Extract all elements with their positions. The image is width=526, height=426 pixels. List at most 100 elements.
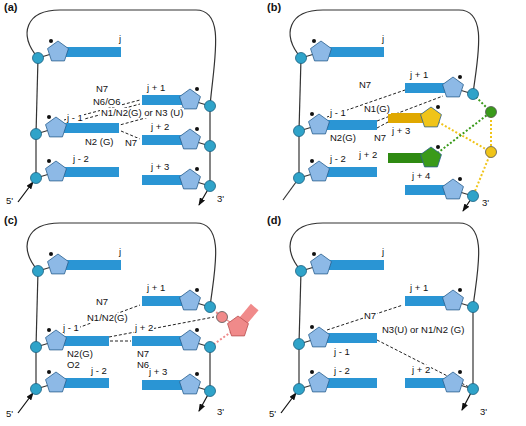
backbone — [35, 134, 36, 178]
base — [327, 333, 377, 343]
base — [142, 95, 182, 105]
ribose — [46, 117, 67, 137]
phosphate — [205, 342, 216, 353]
phosphate — [468, 191, 479, 202]
ribose — [309, 327, 330, 347]
backbone — [209, 106, 210, 146]
nucleotide-label: N7 — [363, 311, 377, 321]
ribose — [180, 290, 201, 310]
nucleotide-label: 3' — [216, 194, 225, 204]
base — [132, 336, 182, 346]
phosphate — [294, 384, 305, 395]
backbone — [472, 307, 473, 389]
backbone — [209, 347, 210, 391]
ribose — [443, 77, 464, 97]
ribose — [46, 372, 67, 392]
ribose-dot — [47, 370, 51, 374]
ribose-dot — [195, 328, 199, 332]
nucleotide-label: O2 — [66, 360, 81, 370]
phosphate — [205, 181, 216, 192]
ribose-dot — [47, 328, 51, 332]
ribose-dot — [312, 252, 316, 256]
nucleotide-label: j + 2 — [358, 150, 378, 160]
ribose — [443, 290, 464, 310]
base — [329, 47, 384, 57]
nucleotide-label: N2(G) — [329, 133, 357, 143]
ribose-dot — [47, 115, 51, 119]
base — [64, 378, 109, 388]
phosphate — [31, 173, 42, 184]
ribose — [443, 179, 464, 199]
base — [405, 296, 445, 306]
panel-letter: (d) — [266, 214, 282, 226]
nucleotide-label: N3(U) or N1/N2 (G) — [381, 325, 465, 335]
ribose — [311, 41, 332, 61]
nucleotide-label: j — [381, 247, 385, 257]
phosphate — [33, 266, 44, 277]
phosphate — [294, 126, 305, 137]
hydrogen-bond — [110, 341, 131, 342]
phosphate — [205, 302, 216, 313]
ribose-dot — [458, 288, 462, 292]
ribose — [180, 374, 201, 394]
hydrogen-bond — [377, 122, 388, 128]
ribose-dot — [195, 87, 199, 91]
ribose — [309, 114, 330, 134]
nucleotide-label: N7 — [95, 297, 109, 307]
nucleotide-label: j + 3 — [150, 162, 170, 172]
base — [66, 47, 121, 57]
ribose — [180, 89, 201, 109]
nucleotide-label: N7 — [136, 349, 150, 359]
nucleotide-label: N1/N2(G) — [86, 313, 129, 323]
base — [64, 336, 109, 346]
base — [64, 123, 119, 133]
base — [405, 83, 445, 93]
nucleotide-label: j + 2 — [411, 365, 431, 375]
nucleotide-label: N2(G) — [66, 349, 94, 359]
nucleotide-label: 5' — [268, 409, 277, 419]
ribose-dot — [458, 75, 462, 79]
ribose-dot — [195, 127, 199, 131]
base — [66, 260, 121, 270]
phosphate — [468, 384, 479, 395]
ribose-dot — [310, 112, 314, 116]
panel-letter: (a) — [3, 1, 18, 13]
ribose-dot — [312, 39, 316, 43]
phosphate — [205, 141, 216, 152]
ribose — [180, 129, 201, 149]
phosphate — [205, 101, 216, 112]
ribose — [46, 161, 67, 181]
nucleotide-label: N7 — [373, 133, 387, 143]
ribose-dot — [195, 288, 199, 292]
nucleotide-label: j - 1 — [329, 108, 347, 118]
phosphate — [294, 173, 305, 184]
nucleotide-label: 5' — [5, 409, 14, 419]
ribose-dot — [458, 177, 462, 181]
ribose-dot — [436, 105, 440, 109]
nucleotide-label: j + 3 — [148, 367, 168, 377]
nucleotide-label: j + 4 — [411, 171, 431, 181]
ribose-dot — [195, 372, 199, 376]
backbone — [36, 271, 38, 347]
nucleotide-label: j - 2 — [90, 366, 108, 376]
nucleotide-label: j + 2 — [134, 323, 154, 333]
base — [64, 167, 119, 177]
nucleotide-label: N2 (G) — [84, 137, 115, 147]
nucleotide-label: N7 — [95, 84, 109, 94]
backbone-dotted — [473, 152, 491, 196]
nucleotide-label: 3' — [481, 198, 490, 208]
phosphate — [217, 312, 228, 323]
nucleotide-label: N6/O6 — [92, 97, 121, 107]
nucleotide-label: j + 3 — [391, 126, 411, 136]
ribose — [443, 372, 464, 392]
ribose-dot — [310, 325, 314, 329]
panel — [18, 10, 216, 205]
base — [329, 260, 384, 270]
nucleotide-label: 5' — [5, 196, 14, 206]
ribose-dot — [436, 145, 440, 149]
backbone — [36, 58, 38, 134]
backbone — [298, 344, 299, 389]
base — [327, 378, 377, 388]
